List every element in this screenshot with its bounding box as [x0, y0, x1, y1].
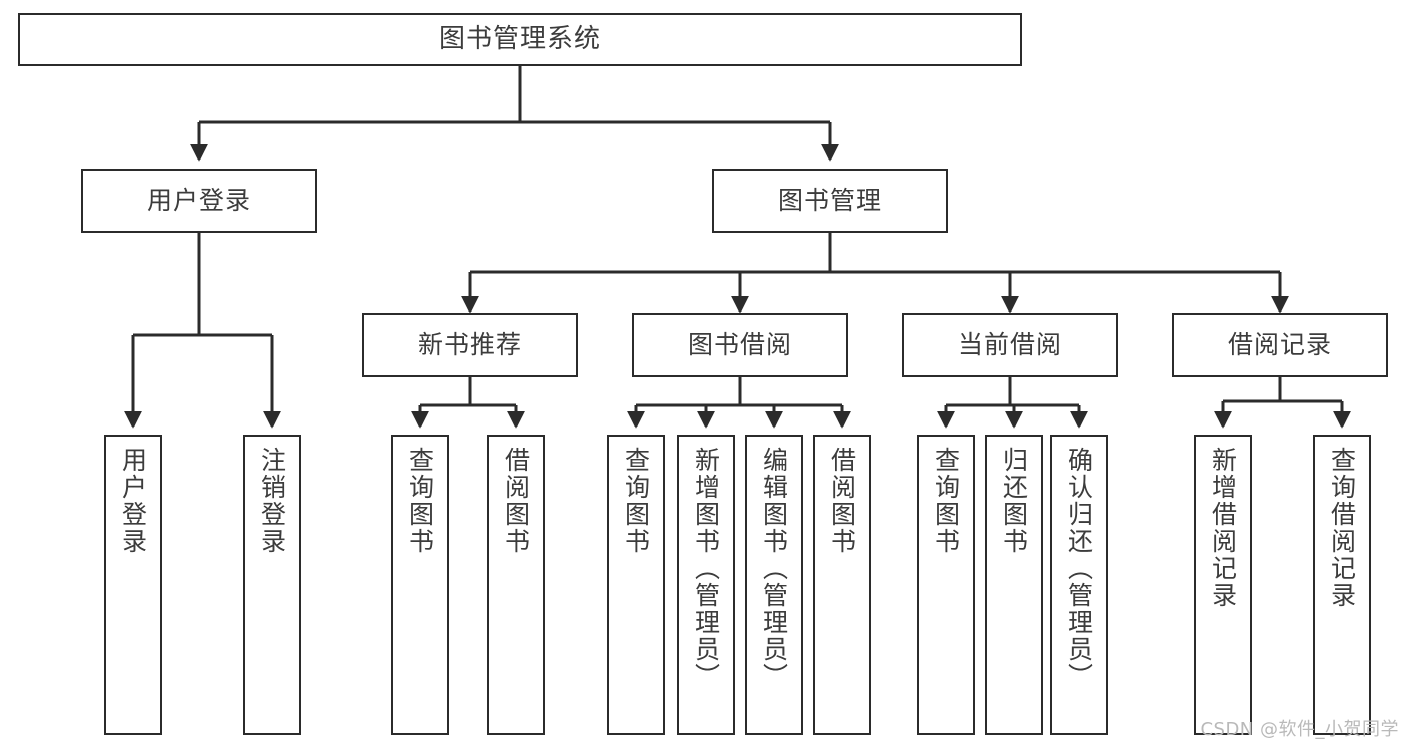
node-label: 图书借阅 — [687, 330, 792, 360]
node-borrow-record[interactable]: 借阅记录 — [1172, 313, 1388, 377]
leaf-borrow-book-recommend[interactable]: 借阅图书 — [487, 435, 545, 735]
node-label: 借阅记录 — [1227, 330, 1332, 360]
node-label: 用户登录 — [118, 447, 148, 555]
node-user-login[interactable]: 用户登录 — [81, 169, 317, 233]
node-label: 新增图书（管理员） — [691, 447, 721, 690]
leaf-edit-book-admin[interactable]: 编辑图书（管理员） — [745, 435, 803, 735]
node-root[interactable]: 图书管理系统 — [18, 13, 1022, 66]
watermark-text: CSDN @软件_小贺同学 — [1200, 719, 1399, 740]
leaf-logout[interactable]: 注销登录 — [243, 435, 301, 735]
node-book-management[interactable]: 图书管理 — [712, 169, 948, 233]
node-label: 归还图书 — [999, 447, 1029, 555]
node-label: 查询图书 — [405, 447, 435, 555]
node-label: 查询图书 — [621, 447, 651, 555]
node-label: 新增借阅记录 — [1208, 447, 1238, 609]
leaf-query-book-recommend[interactable]: 查询图书 — [391, 435, 449, 735]
node-label: 图书管理 — [777, 186, 882, 216]
leaf-confirm-return-admin[interactable]: 确认归还（管理员） — [1050, 435, 1108, 735]
leaf-return-book[interactable]: 归还图书 — [985, 435, 1043, 735]
leaf-user-login[interactable]: 用户登录 — [104, 435, 162, 735]
node-label: 用户登录 — [146, 186, 251, 216]
leaf-query-borrow-record[interactable]: 查询借阅记录 — [1313, 435, 1371, 735]
node-label: 查询借阅记录 — [1327, 447, 1357, 609]
leaf-add-borrow-record[interactable]: 新增借阅记录 — [1194, 435, 1252, 735]
node-label: 编辑图书（管理员） — [759, 447, 789, 690]
leaf-query-book-current[interactable]: 查询图书 — [917, 435, 975, 735]
node-label: 图书管理系统 — [438, 24, 601, 55]
node-label: 借阅图书 — [827, 447, 857, 555]
leaf-query-book-borrow[interactable]: 查询图书 — [607, 435, 665, 735]
leaf-add-book-admin[interactable]: 新增图书（管理员） — [677, 435, 735, 735]
node-book-borrow[interactable]: 图书借阅 — [632, 313, 848, 377]
node-label: 注销登录 — [257, 447, 287, 555]
node-new-book-recommend[interactable]: 新书推荐 — [362, 313, 578, 377]
node-label: 当前借阅 — [957, 330, 1062, 360]
node-label: 查询图书 — [931, 447, 961, 555]
node-label: 新书推荐 — [417, 330, 522, 360]
node-label: 确认归还（管理员） — [1064, 447, 1094, 690]
node-current-borrow[interactable]: 当前借阅 — [902, 313, 1118, 377]
leaf-borrow-book[interactable]: 借阅图书 — [813, 435, 871, 735]
node-label: 借阅图书 — [501, 447, 531, 555]
